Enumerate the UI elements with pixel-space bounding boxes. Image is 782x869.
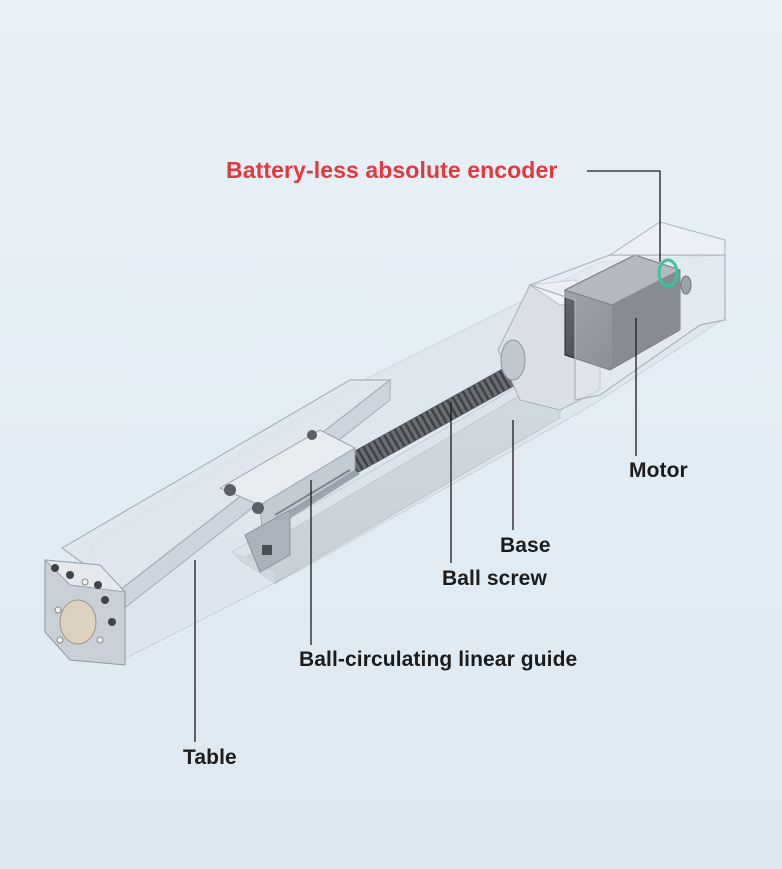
ball-screw-label: Ball screw: [442, 567, 547, 590]
encoder-leader: [587, 170, 661, 262]
linear-guide-label: Ball-circulating linear guide: [299, 648, 578, 671]
motor-label: Motor: [629, 459, 688, 482]
base-label: Base: [500, 534, 551, 557]
end-plate: [43, 559, 127, 666]
table-label: Table: [183, 746, 237, 769]
encoder-label: Battery-less absolute encoder: [226, 157, 558, 183]
motor-housing: [528, 221, 726, 401]
motor: [563, 254, 682, 371]
leader-lines: [194, 170, 661, 742]
encoder: [657, 258, 692, 295]
linear-guide: [218, 429, 360, 573]
